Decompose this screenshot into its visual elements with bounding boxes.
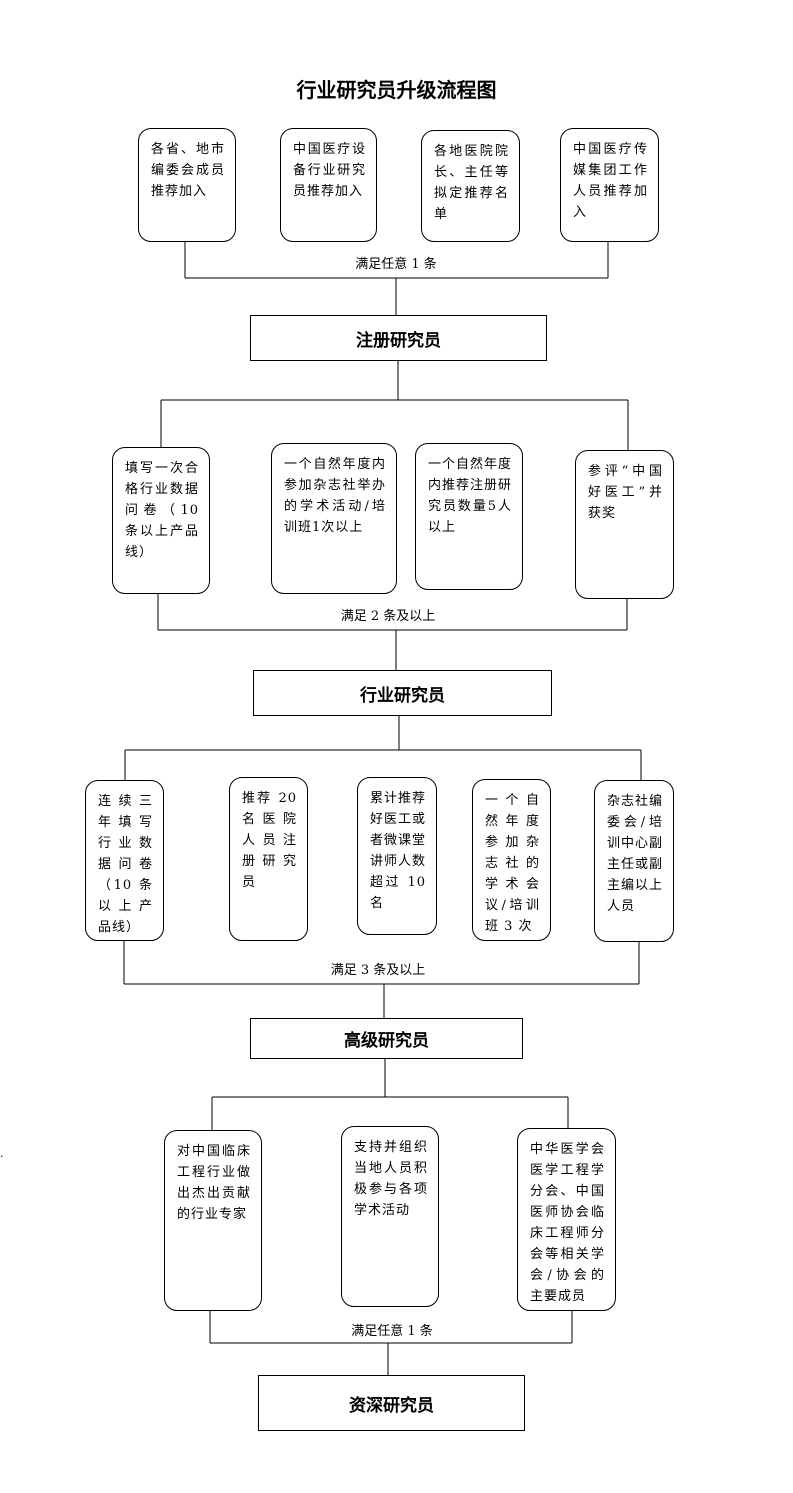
stage3-option-5: 杂志社编委会/培训中心副主任或副主编以上人员 bbox=[594, 780, 674, 942]
level-industry: 行业研究员 bbox=[253, 670, 552, 716]
stage4-option-2: 支持并组织当地人员积极参与各项学术活动 bbox=[341, 1126, 439, 1307]
stage4-option-1: 对中国临床工程行业做出杰出贡献的行业专家 bbox=[164, 1130, 262, 1311]
stage2-option-2: 一个自然年度内参加杂志社举办的学术活动/培训班1次以上 bbox=[271, 443, 397, 594]
stage2-condition: 满足 2 条及以上 bbox=[340, 609, 436, 624]
stage1-option-3: 各地医院院长、主任等拟定推荐名单 bbox=[421, 130, 520, 242]
chart-title: 行业研究员升级流程图 bbox=[296, 78, 497, 102]
level-registered: 注册研究员 bbox=[250, 315, 547, 361]
stage4-option-3: 中华医学会医学工程学分会、中国医师协会临床工程师分会等相关学会/协会的主要成员 bbox=[517, 1128, 616, 1311]
stage2-option-3: 一个自然年度内推荐注册研究员数量5人以上 bbox=[415, 443, 523, 590]
level-veteran: 资深研究员 bbox=[258, 1375, 525, 1431]
stage3-option-3: 累计推荐好医工或者微课堂讲师人数超过 10名 bbox=[357, 777, 437, 935]
stage3-option-2: 推荐 20 名医院人员注册研究员 bbox=[229, 777, 308, 941]
stage1-condition: 满足任意 1 条 bbox=[355, 257, 437, 272]
stage2-option-4: 参评“中国好医工”并获奖 bbox=[575, 450, 674, 599]
stage1-option-4: 中国医疗传媒集团工作人员推荐加入 bbox=[560, 128, 659, 242]
stage3-option-4: 一个自然年度参加杂志社的学术会议/培训班 3 次 bbox=[472, 779, 551, 941]
stage4-condition: 满足任意 1 条 bbox=[351, 1324, 433, 1339]
stray-mark: · bbox=[0, 1150, 4, 1163]
stage3-option-1: 连续三年填写行业数据问卷（10 条以上产品线） bbox=[85, 780, 164, 941]
stage3-condition: 满足 3 条及以上 bbox=[330, 963, 426, 978]
stage1-option-2: 中国医疗设备行业研究员推荐加入 bbox=[280, 128, 377, 242]
level-senior: 高级研究员 bbox=[250, 1018, 523, 1059]
stage1-option-1: 各省、地市编委会成员推荐加入 bbox=[138, 128, 236, 242]
stage2-option-1: 填写一次合格行业数据问卷（10 条以上产品线） bbox=[112, 447, 210, 594]
